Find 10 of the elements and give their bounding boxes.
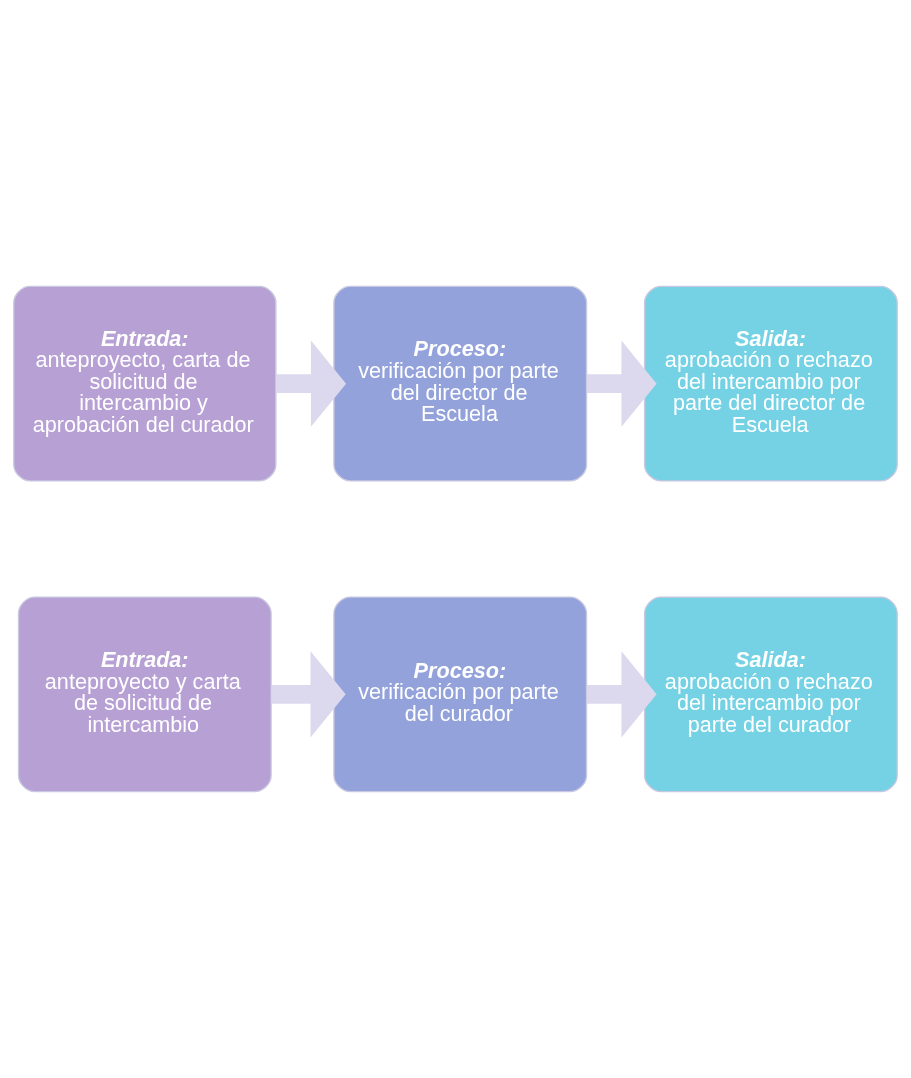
node-box: Proceso: verificación por parte del director de Escuela: [333, 285, 588, 482]
arrow: [586, 651, 657, 738]
arrow: [271, 651, 346, 738]
node-box: Entrada: anteproyecto, carta de solicitud de intercambio y aprobación del curador: [13, 285, 277, 482]
arrow: [586, 340, 657, 427]
node-box: Proceso: verificación por parte del curador: [333, 596, 588, 793]
node-box: Salida: aprobación o rechazo del intercambio por parte del curador: [643, 596, 898, 793]
node-box: Entrada: anteproyecto y carta de solicitud de intercambio: [17, 596, 272, 793]
node-box: Salida: aprobación o rechazo del intercambio por parte del director de Escuela: [643, 285, 898, 482]
arrow: [276, 340, 347, 427]
